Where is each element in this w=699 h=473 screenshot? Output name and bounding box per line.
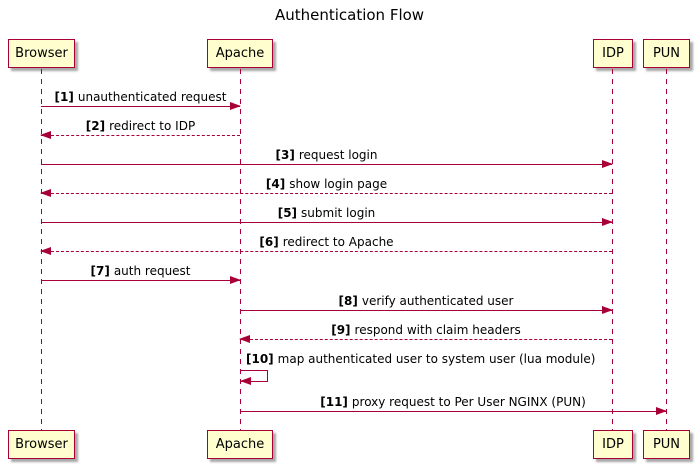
message-3-arrow — [41, 159, 613, 168]
message-1-arrow — [41, 101, 241, 110]
message-2-label: [2]redirect to IDP — [85, 119, 196, 133]
arrowhead — [230, 101, 241, 110]
message-9-arrow — [239, 334, 612, 343]
message-10-self-loop-bottom — [240, 376, 268, 385]
participant-label: Browser — [15, 437, 68, 452]
lifeline-apache — [240, 69, 241, 430]
participant-box-idp-top: IDP — [593, 39, 633, 68]
message-6-arrow — [40, 246, 612, 255]
diagram-title: Authentication Flow — [274, 6, 425, 24]
participant-box-apache-top: Apache — [207, 39, 273, 68]
message-8-arrow — [240, 305, 613, 314]
message-7-label: [7]auth request — [90, 264, 191, 278]
message-8-label: [8]verify authenticated user — [338, 294, 514, 308]
participant-label: Browser — [15, 46, 68, 61]
message-3-label: [3]request login — [275, 148, 378, 162]
arrowhead — [40, 130, 51, 139]
message-6-label: [6]redirect to Apache — [259, 235, 394, 249]
arrowhead — [602, 305, 613, 314]
participant-label: IDP — [602, 437, 624, 452]
message-1-label: [1]unauthenticated request — [54, 90, 227, 104]
participant-box-pun-bottom: PUN — [643, 430, 690, 459]
message-9-label: [9]respond with claim headers — [331, 323, 521, 337]
arrowhead — [230, 275, 241, 284]
arrowhead — [240, 376, 251, 385]
participant-label: Apache — [215, 46, 265, 61]
message-4-arrow — [40, 188, 612, 197]
arrowhead — [40, 188, 51, 197]
participant-box-browser-bottom: Browser — [8, 430, 75, 459]
participant-label: PUN — [652, 437, 681, 452]
participant-box-idp-bottom: IDP — [593, 430, 633, 459]
message-10-self-loop-side — [267, 370, 268, 381]
message-7-arrow — [41, 275, 241, 284]
arrowhead — [239, 334, 250, 343]
lifeline-pun — [666, 69, 667, 430]
participant-label: Apache — [215, 437, 265, 452]
message-11-label: [11]proxy request to Per User NGINX (PUN… — [320, 395, 586, 409]
message-11-arrow — [240, 406, 667, 415]
participant-box-browser-top: Browser — [8, 39, 75, 68]
message-5-arrow — [41, 217, 613, 226]
participant-box-apache-bottom: Apache — [207, 430, 273, 459]
arrowhead — [602, 159, 613, 168]
message-4-label: [4]show login page — [265, 177, 388, 191]
message-10-self-loop-top — [241, 370, 268, 371]
participant-label: PUN — [652, 46, 681, 61]
message-2-arrow — [40, 130, 240, 139]
participant-box-pun-top: PUN — [643, 39, 690, 68]
lifeline-idp — [612, 69, 613, 430]
message-5-label: [5]submit login — [277, 206, 376, 220]
arrowhead — [656, 406, 667, 415]
participant-label: IDP — [602, 46, 624, 61]
arrowhead — [40, 246, 51, 255]
message-10-label: [10]map authenticated user to system use… — [246, 352, 596, 366]
arrowhead — [602, 217, 613, 226]
